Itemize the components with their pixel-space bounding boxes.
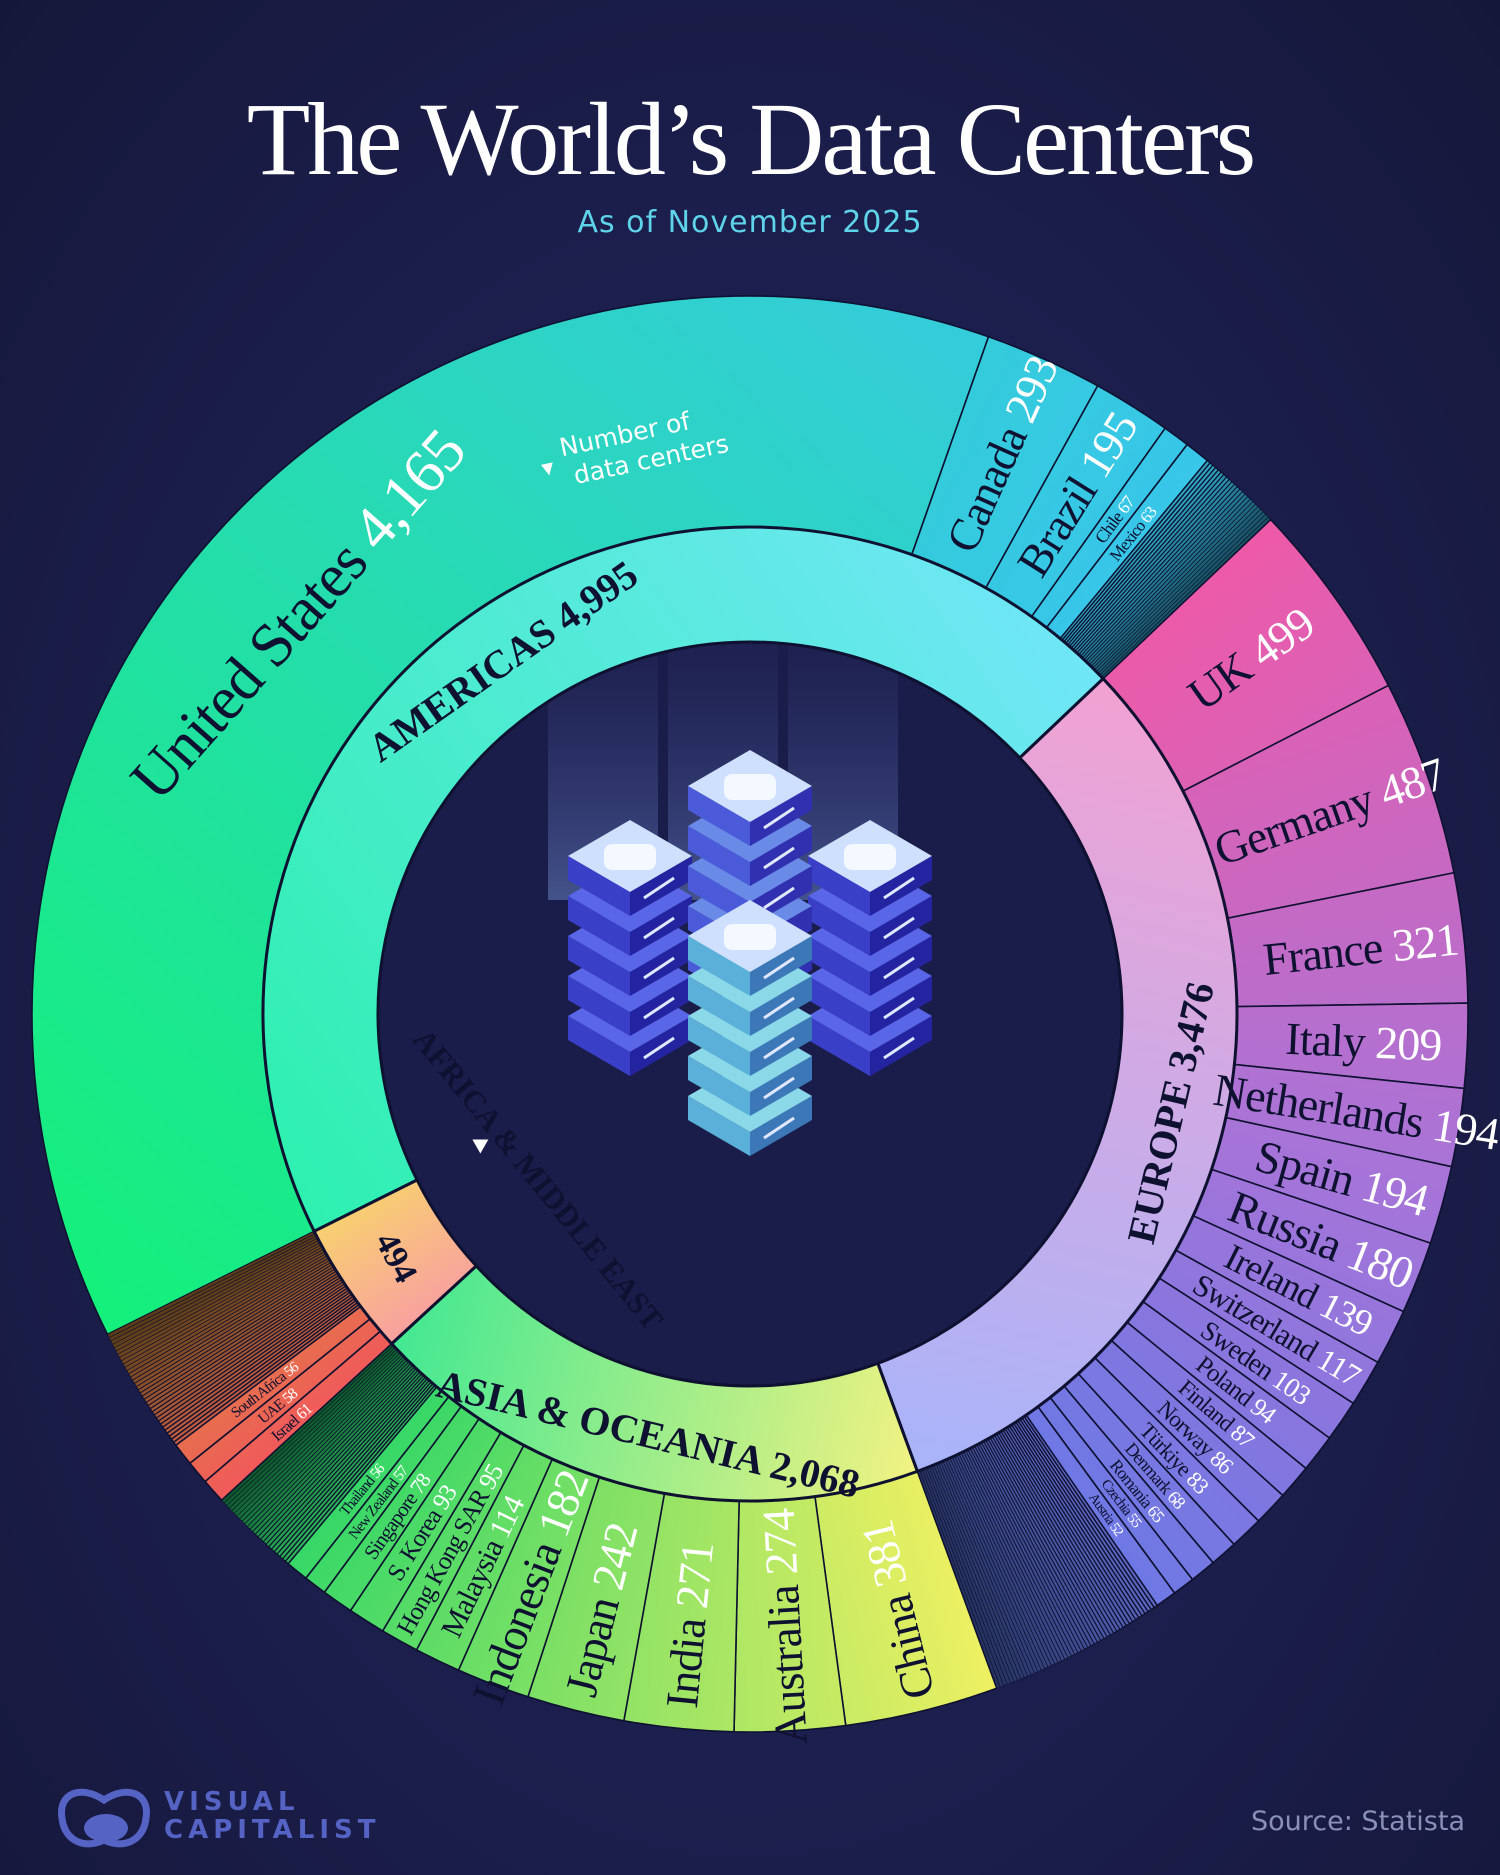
server-top-panel [604,844,656,870]
logo-mark-icon [58,1788,150,1848]
page-subtitle: As of November 2025 [577,205,923,240]
region-ring [261,525,1239,1503]
page-title: The World’s Data Centers [246,82,1257,197]
svg-text:Australia 274: Australia 274 [752,1507,816,1747]
region-segment-africa-middle-east [312,1177,479,1346]
country-label-australia: Australia 274 [752,1507,816,1747]
visual-capitalist-logo: VISUAL CAPITALIST [54,1780,380,1852]
logo-line-1: VISUAL [164,1787,300,1817]
country-label-france: France 321 [1261,913,1461,985]
label-value: 274 [752,1507,807,1587]
label-name: Australia [756,1584,816,1747]
svg-text:France 321: France 321 [1261,913,1461,985]
pointer-triangle-icon [472,1139,489,1154]
label-name: France [1261,921,1385,984]
source-note: Source: Statista [1251,1806,1465,1837]
logo-line-2: CAPITALIST [164,1815,381,1845]
svg-text:India 271: India 271 [655,1540,722,1710]
label-value: 194 [1419,1097,1500,1160]
country-label-italy: Italy 209 [1284,1012,1442,1070]
server-top-panel [724,924,776,950]
svg-text:Italy 209: Italy 209 [1284,1012,1442,1070]
label-name: Italy [1284,1012,1366,1067]
label-value: 321 [1379,913,1460,972]
region-segment-americas [261,525,1106,1234]
server-top-panel [724,774,776,800]
server-top-panel [844,844,896,870]
label-value: 271 [664,1540,722,1621]
pointer-triangle-icon [540,462,553,476]
region-segment-europe [875,676,1239,1474]
label-value: 209 [1364,1016,1443,1070]
country-label-india: India 271 [655,1540,722,1710]
label-name: India [655,1615,715,1710]
